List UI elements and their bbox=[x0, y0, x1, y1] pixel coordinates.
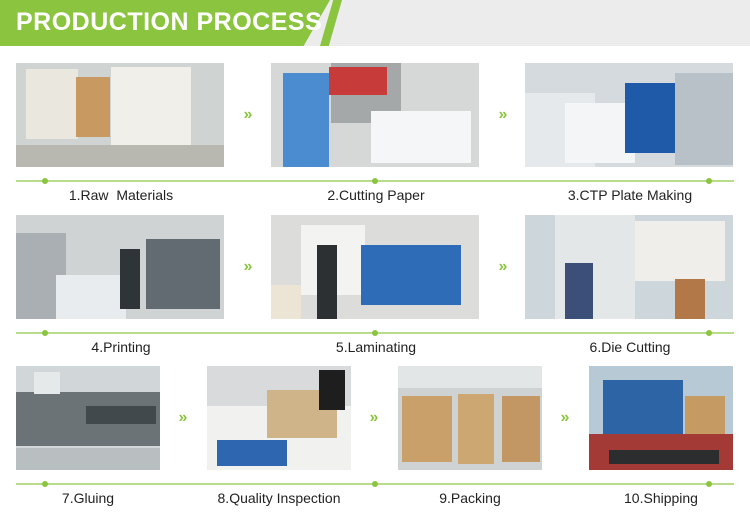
step-label-4: 4.Printing bbox=[91, 339, 151, 355]
header-green-band bbox=[0, 0, 330, 46]
divider-dot bbox=[42, 330, 48, 336]
divider-dot bbox=[706, 481, 712, 487]
divider-dot bbox=[372, 178, 378, 184]
step-label-10: 10.Shipping bbox=[624, 490, 698, 506]
divider-dot bbox=[706, 178, 712, 184]
double-chevron-right-icon: » bbox=[498, 106, 508, 123]
double-chevron-right-icon: » bbox=[178, 409, 188, 426]
divider-dot bbox=[42, 178, 48, 184]
step-label-7: 7.Gluing bbox=[61, 490, 115, 506]
photo-packing bbox=[398, 366, 542, 470]
page-title: PRODUCTION PROCESS bbox=[16, 8, 323, 36]
step-label-6: 6.Die Cutting bbox=[589, 339, 671, 355]
divider-dot bbox=[706, 330, 712, 336]
header-banner: PRODUCTION PROCESS bbox=[0, 0, 750, 46]
photo-raw-materials bbox=[16, 63, 224, 167]
step-label-9: 9.Packing bbox=[439, 490, 501, 506]
photo-laminating bbox=[271, 215, 479, 319]
double-chevron-right-icon: » bbox=[498, 258, 508, 275]
double-chevron-right-icon: » bbox=[243, 258, 253, 275]
step-label-8: 8.Quality Inspection bbox=[217, 490, 341, 506]
step-label-1: 1.Raw Materials bbox=[68, 187, 174, 203]
divider-dot bbox=[372, 330, 378, 336]
step-label-3: 3.CTP Plate Making bbox=[567, 187, 693, 203]
double-chevron-right-icon: » bbox=[369, 409, 379, 426]
photo-die-cutting bbox=[525, 215, 733, 319]
photo-ctp-plate-making bbox=[525, 63, 733, 167]
divider-dot bbox=[372, 481, 378, 487]
photo-gluing bbox=[16, 366, 160, 470]
photo-cutting-paper bbox=[271, 63, 479, 167]
photo-quality-inspection bbox=[207, 366, 351, 470]
double-chevron-right-icon: » bbox=[560, 409, 570, 426]
divider-dot bbox=[42, 481, 48, 487]
double-chevron-right-icon: » bbox=[243, 106, 253, 123]
step-label-5: 5.Laminating bbox=[335, 339, 417, 355]
photo-printing bbox=[16, 215, 224, 319]
step-label-2: 2.Cutting Paper bbox=[327, 187, 425, 203]
photo-shipping bbox=[589, 366, 733, 470]
